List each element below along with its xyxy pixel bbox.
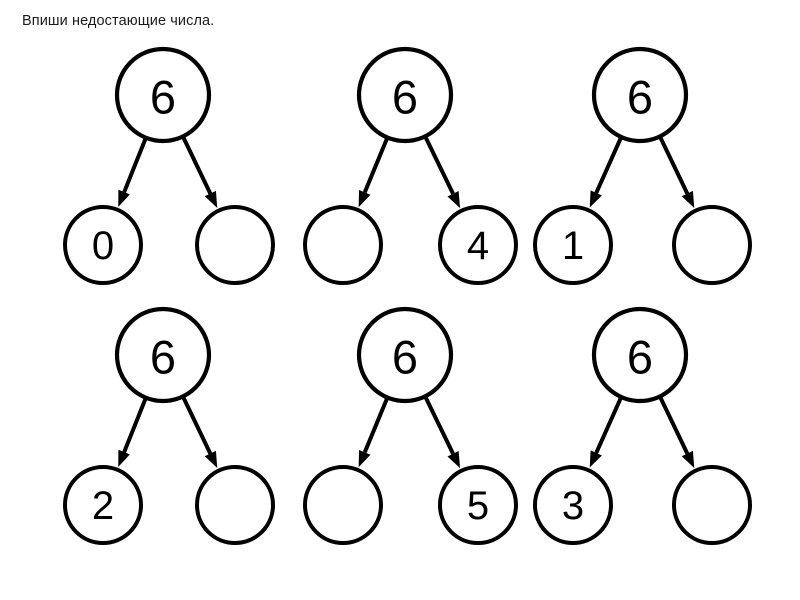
number-bond-tree-1: 60 xyxy=(63,46,275,285)
link-line-right xyxy=(657,133,690,195)
link-line-left xyxy=(122,395,149,453)
link-line-right xyxy=(180,393,213,455)
leaf-node-circle-blank[interactable] xyxy=(672,205,752,285)
root-node-circle xyxy=(114,306,212,404)
link-line-right xyxy=(657,393,690,455)
link-line-left xyxy=(122,135,149,193)
leaf-node-circle-filled[interactable] xyxy=(438,205,518,285)
leaf-node-value: 2 xyxy=(92,484,114,528)
leaf-node-circle-filled[interactable] xyxy=(63,465,143,545)
root-node-circle xyxy=(591,46,689,144)
link-line-left xyxy=(362,394,391,454)
leaf-node-circle-filled[interactable] xyxy=(63,205,143,285)
leaf-node-value: 4 xyxy=(467,224,489,268)
leaf-node-value: 1 xyxy=(562,224,584,268)
root-node-circle xyxy=(356,46,454,144)
leaf-node-value: 0 xyxy=(92,224,114,268)
link-line-right xyxy=(422,393,455,455)
arrow-head-right-icon xyxy=(204,450,218,469)
number-bond-tree-6: 63 xyxy=(533,306,752,545)
leaf-node-circle-filled[interactable] xyxy=(438,465,518,545)
number-bond-tree-4: 62 xyxy=(63,306,275,545)
instruction-text: Впиши недостающие числа. xyxy=(22,13,215,29)
root-node-circle xyxy=(114,46,212,144)
root-node-value: 6 xyxy=(392,331,418,384)
leaf-node-value: 3 xyxy=(562,484,584,528)
arrow-head-left-icon xyxy=(589,190,602,208)
number-bond-tree-5: 65 xyxy=(303,306,518,545)
link-line-left xyxy=(362,134,391,194)
root-node-circle xyxy=(591,306,689,404)
number-bond-tree-3: 61 xyxy=(533,46,752,285)
leaf-node-circle-blank[interactable] xyxy=(195,465,275,545)
arrow-head-left-icon xyxy=(118,449,130,467)
leaf-node-circle-filled[interactable] xyxy=(533,465,613,545)
number-bond-tree-2: 64 xyxy=(303,46,518,285)
arrow-head-left-icon xyxy=(358,449,371,468)
arrow-head-right-icon xyxy=(447,191,461,209)
arrow-head-left-icon xyxy=(589,450,602,468)
root-node-circle xyxy=(356,306,454,404)
link-line-left xyxy=(594,134,624,194)
root-node-value: 6 xyxy=(150,331,176,384)
link-line-right xyxy=(180,133,213,195)
arrow-head-right-icon xyxy=(681,450,695,469)
link-line-right xyxy=(422,133,455,195)
root-node-value: 6 xyxy=(627,331,653,384)
arrow-head-right-icon xyxy=(447,451,461,469)
link-line-left xyxy=(594,394,624,454)
leaf-node-circle-blank[interactable] xyxy=(303,465,383,545)
leaf-node-circle-blank[interactable] xyxy=(672,465,752,545)
root-node-value: 6 xyxy=(627,71,653,124)
arrow-head-right-icon xyxy=(204,190,218,209)
leaf-node-value: 5 xyxy=(467,484,489,528)
arrow-head-left-icon xyxy=(118,189,130,207)
leaf-node-circle-filled[interactable] xyxy=(533,205,613,285)
leaf-node-circle-blank[interactable] xyxy=(195,205,275,285)
arrow-head-left-icon xyxy=(358,189,371,208)
root-node-value: 6 xyxy=(392,71,418,124)
root-node-value: 6 xyxy=(150,71,176,124)
arrow-head-right-icon xyxy=(681,190,695,209)
leaf-node-circle-blank[interactable] xyxy=(303,205,383,285)
